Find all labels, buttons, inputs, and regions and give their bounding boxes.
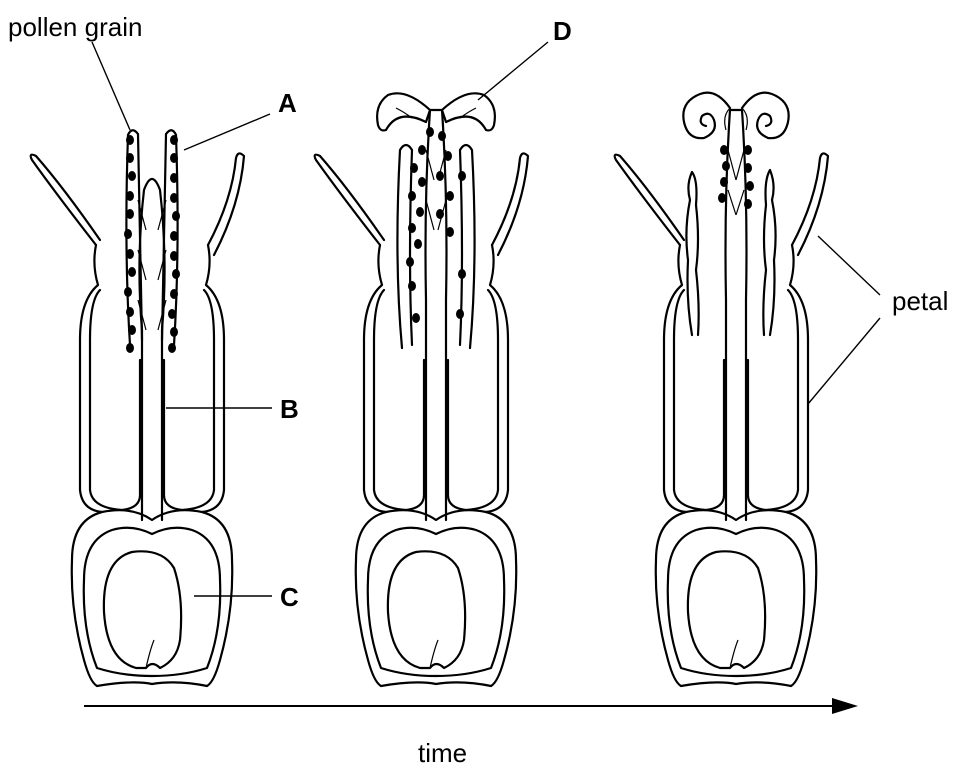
pollen-grains-stage-2 <box>406 127 466 323</box>
label-b: B <box>280 394 299 424</box>
petal-leader-upper <box>818 236 880 295</box>
label-a: A <box>278 88 297 118</box>
label-time: time <box>418 738 467 768</box>
time-arrow <box>84 698 858 714</box>
label-c: C <box>280 582 299 612</box>
pollen-grains-stage-3 <box>718 145 754 209</box>
label-d: D <box>553 16 572 46</box>
label-petal: petal <box>892 286 948 316</box>
label-a-leader <box>184 114 270 150</box>
petal-leader-lower <box>808 318 880 404</box>
label-pollen-grain: pollen grain <box>8 12 142 42</box>
pollen-grain-leader <box>92 42 130 130</box>
label-d-leader <box>478 42 548 100</box>
flower-stage-2 <box>315 93 528 686</box>
flower-stage-3 <box>615 93 828 686</box>
